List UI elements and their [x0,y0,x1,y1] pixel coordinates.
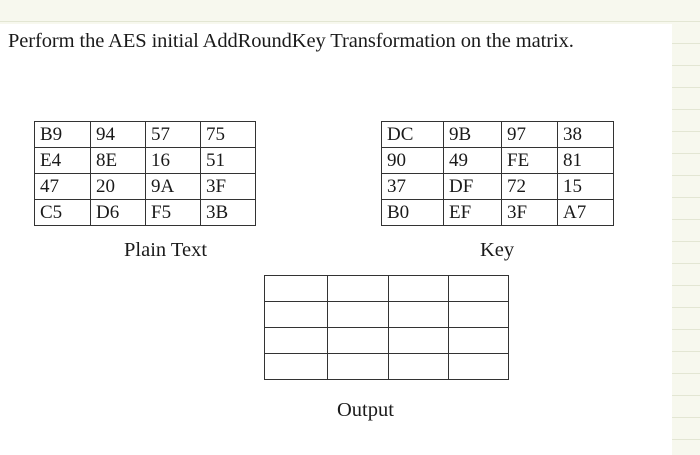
matrix-cell [388,275,449,302]
matrix-cell: EF [443,199,502,226]
matrix-cell [264,275,328,302]
matrix-cell [327,301,389,328]
matrix-cell: 37 [381,173,444,200]
matrix-cell: 97 [501,121,558,148]
matrix-cell: D6 [90,199,146,226]
matrix-cell [388,327,449,354]
matrix-cell: E4 [34,147,91,174]
matrix-cell: 3F [200,173,256,200]
matrix-row [264,275,509,302]
matrix-cell: B9 [34,121,91,148]
matrix-cell [448,327,509,354]
matrix-cell: 3B [200,199,256,226]
matrix-cell: 94 [90,121,146,148]
key-matrix: DC 9B 97 38 90 49 FE 81 37 DF 72 15 B0 E… [381,121,614,226]
matrix-cell [448,301,509,328]
matrix-cell [448,353,509,380]
matrix-cell [264,301,328,328]
matrix-cell: 15 [557,173,614,200]
matrix-cell: 57 [145,121,201,148]
matrix-row [264,353,509,380]
matrix-cell: FE [501,147,558,174]
matrix-row [264,301,509,328]
matrix-cell: 8E [90,147,146,174]
matrix-cell [327,275,389,302]
matrix-cell: 47 [34,173,91,200]
matrix-cell: 9A [145,173,201,200]
plain-text-caption: Plain Text [124,239,208,261]
matrix-cell: 72 [501,173,558,200]
matrix-cell [264,327,328,354]
output-matrix [264,275,509,380]
question-text: Perform the AES initial AddRoundKey Tran… [8,30,574,52]
matrix-row: 90 49 FE 81 [381,147,614,174]
matrix-cell: 90 [381,147,444,174]
matrix-cell [327,353,389,380]
output-caption: Output [337,399,394,421]
key-caption: Key [480,239,515,261]
matrix-row: B0 EF 3F A7 [381,199,614,226]
matrix-cell: A7 [557,199,614,226]
matrix-cell: DF [443,173,502,200]
matrix-row: 47 20 9A 3F [34,173,256,200]
matrix-cell: F5 [145,199,201,226]
matrix-row [264,327,509,354]
matrix-cell [388,301,449,328]
matrix-cell: 20 [90,173,146,200]
matrix-cell: 9B [443,121,502,148]
matrix-cell: 16 [145,147,201,174]
document-sheet: Perform the AES initial AddRoundKey Tran… [0,24,672,455]
matrix-cell: 75 [200,121,256,148]
matrix-cell: 49 [443,147,502,174]
matrix-cell: 38 [557,121,614,148]
matrix-cell: 81 [557,147,614,174]
matrix-cell: B0 [381,199,444,226]
matrix-cell: 3F [501,199,558,226]
plain-text-matrix: B9 94 57 75 E4 8E 16 51 47 20 9A 3F C5 D… [34,121,256,226]
matrix-cell: C5 [34,199,91,226]
matrix-row: E4 8E 16 51 [34,147,256,174]
matrix-cell [264,353,328,380]
matrix-row: B9 94 57 75 [34,121,256,148]
matrix-cell: DC [381,121,444,148]
matrix-cell [388,353,449,380]
matrix-row: C5 D6 F5 3B [34,199,256,226]
matrix-row: 37 DF 72 15 [381,173,614,200]
matrix-row: DC 9B 97 38 [381,121,614,148]
matrix-cell [327,327,389,354]
matrix-cell [448,275,509,302]
matrix-cell: 51 [200,147,256,174]
